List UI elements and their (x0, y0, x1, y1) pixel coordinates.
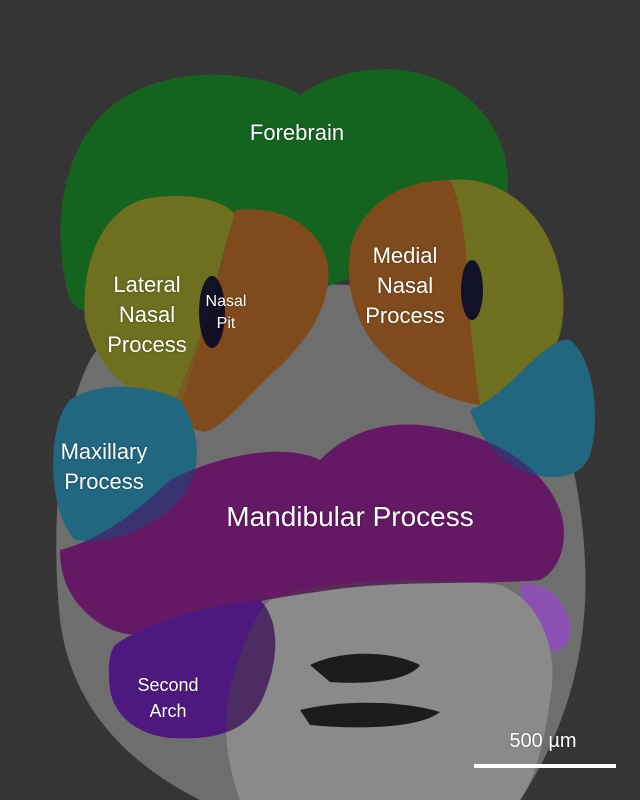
medial-nasal-process-label: Medial Nasal Process (365, 243, 445, 328)
nasal-pit-label: Nasal Pit (205, 293, 247, 332)
maxillary-process-label: Maxillary Process (60, 439, 148, 494)
second-arch-label: Second Arch (137, 675, 199, 721)
cross-section-cavity (300, 702, 440, 728)
cross-section-surface (225, 580, 553, 800)
lateral-nasal-process-label: Lateral Nasal Process (107, 272, 187, 357)
mandibular-process-label: Mandibular Process (226, 501, 474, 532)
second-arch-right (520, 584, 571, 652)
forebrain-label: Forebrain (249, 120, 345, 145)
scale-bar-label: 500 µm (509, 730, 577, 752)
cross-section-cavity (310, 653, 420, 683)
scale-bar (474, 764, 616, 768)
